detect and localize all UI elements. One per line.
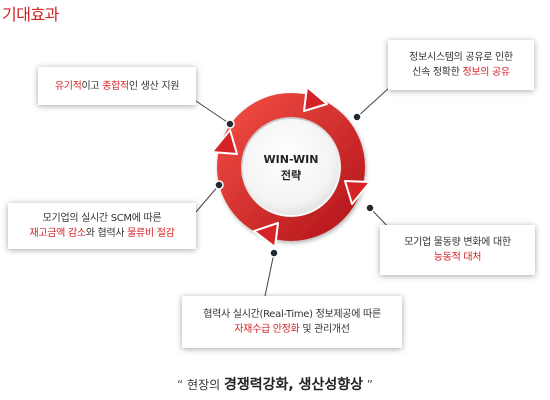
center-label: WIN-WIN 전략 [241,152,341,184]
body-text: 신속 정확한 [412,67,463,78]
summary-quote: “ 현장의 경쟁력강화, 생산성향상 ” [0,374,550,394]
highlight-text: 재고금액 감소 [29,228,86,239]
center-label-line1: WIN-WIN [263,153,319,166]
box-text-line: 모기업 물동량 변화에 대한 [404,235,511,250]
ring [217,93,365,241]
body-text: 모기업의 실시간 SCM에 따른 [42,213,162,224]
body-text: 인 생산 지원 [128,80,180,92]
box-text-line: 능동적 대처 [433,250,482,265]
highlight-text: 정보의 공유 [462,67,510,78]
arrow-head-bottom [253,222,279,248]
highlight-text: 물류비 절감 [127,228,175,239]
body-text: 와 협력사 [85,228,128,239]
connector-dot-bottom [269,248,279,258]
effect-box-top-left: 유기적이고 종합적인 생산 지원 [38,67,196,105]
quote-main: 경쟁력강화, 생산성향상 [223,377,363,393]
connector-line-top-right [356,86,391,118]
arrow-head-right [344,180,371,205]
box-text-line: 모기업의 실시간 SCM에 따른 [43,211,162,226]
connector-line-top-left [195,100,231,125]
body-text: 정보시스템의 공유로 인한 [409,52,513,63]
quote-open-mark: “ [176,378,184,392]
quote-close-mark: ” [366,378,374,392]
body-text: 이고 [81,80,103,92]
page-title: 기대효과 [2,5,59,24]
connector-dot-middle-left [214,180,224,190]
connector-dot-top-right [352,112,362,122]
body-text: 및 관리개선 [299,324,350,335]
quote-prefix: 현장의 [187,378,224,392]
box-text-line: 재고금액 감소와 협력사 물류비 절감 [29,226,174,241]
cycle-arrows [211,86,371,248]
highlight-text: 자재수급 안정화 [234,324,300,335]
body-text: 모기업 물동량 변화에 대한 [404,237,511,248]
arrow-head-left [211,129,238,155]
highlight-text: 종합적 [102,80,129,92]
ring-center-disc [243,119,339,215]
highlight-text: 유기적 [54,80,82,92]
box-text-line: 자재수급 안정화 및 관리개선 [234,322,350,337]
connector-dot-top-left [225,119,235,129]
highlight-text: 능동적 대처 [433,252,482,263]
box-text-line: 유기적이고 종합적인 생산 지원 [54,79,180,94]
connector-dots [214,112,375,258]
connector-dot-middle-right [365,203,375,213]
center-label-line2: 전략 [280,169,302,182]
box-text-line: 협력사 실시간(Real-Time) 정보제공에 따른 [203,307,381,322]
box-text-line: 신속 정확한 정보의 공유 [412,65,510,80]
box-text-line: 정보시스템의 공유로 인한 [409,50,513,65]
connector-line-bottom [264,252,275,297]
body-text: 협력사 실시간(Real-Time) 정보제공에 따른 [203,309,381,320]
connector-line-middle-left [195,184,220,213]
arrow-head-top [303,86,328,112]
